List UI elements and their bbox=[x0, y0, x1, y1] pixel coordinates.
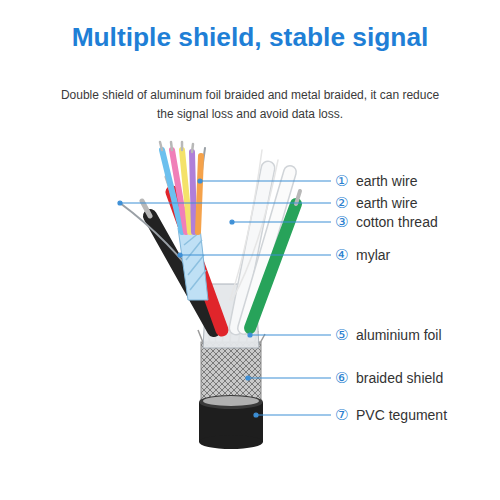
callout-number: ③ bbox=[335, 213, 348, 231]
earth-wire bbox=[120, 148, 205, 290]
callout-number: ⑦ bbox=[335, 406, 348, 424]
leader-lines bbox=[118, 179, 331, 417]
part-name: PVC tegument bbox=[356, 406, 447, 424]
part-name: braided shield bbox=[356, 369, 443, 387]
callout-number: ② bbox=[335, 194, 348, 212]
part-name: earth wire bbox=[356, 194, 417, 212]
title: Multiple shield, stable signal bbox=[0, 22, 500, 53]
part-name: mylar bbox=[356, 246, 390, 264]
part-name: cotton thread bbox=[356, 213, 438, 231]
green-wire bbox=[250, 191, 300, 328]
callout-number: ④ bbox=[335, 246, 348, 264]
callout-number: ① bbox=[335, 172, 348, 190]
callout-number: ⑤ bbox=[335, 326, 348, 344]
callout-number: ⑥ bbox=[335, 369, 348, 387]
part-name: earth wire bbox=[356, 172, 417, 190]
mylar-pair bbox=[160, 142, 208, 300]
pvc-jacket bbox=[199, 395, 263, 449]
part-name: aluminium foil bbox=[356, 326, 442, 344]
caption: Double shield of aluminum foil braided a… bbox=[60, 86, 440, 124]
